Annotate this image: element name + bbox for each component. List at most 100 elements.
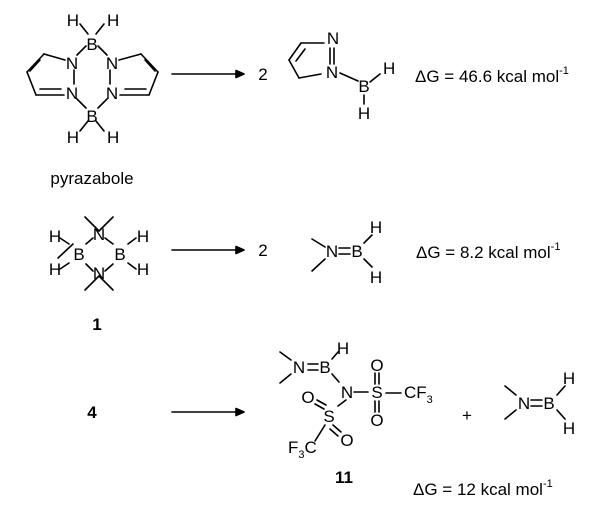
atom-label: H [383, 59, 395, 78]
atom-label: H [67, 11, 79, 30]
bond [331, 351, 339, 360]
bond [295, 48, 306, 62]
bond [337, 399, 347, 407]
bond [43, 53, 66, 61]
atom-label: N [518, 394, 530, 413]
atom-label: H [107, 128, 119, 147]
atom-label: O [301, 388, 314, 407]
bond [118, 53, 142, 61]
bond [316, 399, 327, 406]
bond [288, 59, 300, 79]
stoichiometric-coefficient: 2 [258, 65, 267, 84]
bond [98, 216, 114, 232]
atom-label: H [137, 227, 149, 246]
bond [26, 53, 45, 73]
bond [97, 98, 108, 109]
atom-label: H [67, 128, 79, 147]
bond [127, 237, 137, 245]
atom-label: S [323, 407, 334, 426]
bond [104, 263, 114, 272]
bond [57, 243, 74, 259]
cf3-group: F3C [288, 438, 317, 461]
bond [84, 275, 100, 291]
bond [79, 120, 89, 132]
bond [311, 258, 326, 272]
bond [95, 120, 105, 132]
bond [98, 275, 114, 291]
atom-label: H [137, 260, 149, 279]
bond [363, 258, 373, 268]
atom-label: N [66, 54, 78, 73]
atom-label: B [351, 242, 362, 261]
bond [148, 71, 159, 96]
aminoborane-structure: N B H H [504, 369, 575, 438]
pyrazabole-caption: pyrazabole [50, 169, 133, 188]
atom-label: N [341, 383, 353, 402]
bond [279, 373, 292, 384]
bond [104, 237, 114, 245]
atom-label: B [358, 77, 369, 96]
arrow-head [235, 69, 245, 79]
bond [504, 385, 517, 396]
atom-label: N [93, 225, 105, 244]
bond [363, 234, 373, 244]
atom-label: H [563, 419, 575, 438]
pyrazolylborane-structure: N N B H H [288, 29, 395, 123]
atom-label: H [49, 260, 61, 279]
bond [329, 428, 339, 437]
bond [26, 71, 37, 96]
arrow-head [235, 245, 245, 255]
bond [85, 237, 94, 245]
free-energy-label: ΔG = 46.6 kcal mol-1 [415, 65, 569, 86]
atom-label: H [337, 339, 349, 358]
bond [314, 424, 326, 442]
bond [279, 351, 292, 361]
bond [76, 98, 87, 109]
atom-label: N [66, 84, 78, 103]
bond [332, 424, 342, 433]
bond [140, 53, 159, 73]
compound-1-structure: N B B N H H H H [49, 216, 149, 291]
atom-label: S [371, 383, 382, 402]
compound-label-1: 1 [92, 315, 101, 334]
atom-label: O [340, 431, 353, 450]
compound-label-4: 4 [87, 403, 97, 422]
atom-label: H [49, 227, 61, 246]
bond [288, 42, 302, 61]
bond [314, 403, 325, 410]
atom-label: H [563, 369, 575, 388]
pyrazabole-structure: H H B N N N N B H H [26, 11, 159, 147]
atom-label: N [293, 358, 305, 377]
atom-label: O [370, 356, 383, 375]
atom-label: N [106, 84, 118, 103]
atom-label: B [73, 245, 84, 264]
compound-11-structure: N B H N S O O CF3 S O O F3C [279, 339, 433, 461]
bond [144, 59, 156, 72]
atom-label: B [86, 107, 97, 126]
free-energy-label: ΔG = 12 kcal mol-1 [413, 478, 553, 499]
plus-sign: + [462, 406, 472, 425]
bond [59, 262, 70, 270]
atom-label: B [114, 245, 125, 264]
bond [369, 73, 381, 83]
atom-label: H [370, 218, 382, 237]
aminoborane-structure: N B H H [311, 218, 382, 287]
atom-label: H [107, 11, 119, 30]
compound-label-11: 11 [335, 468, 353, 487]
arrow-head [235, 407, 245, 417]
bond [59, 237, 70, 245]
atom-label: N [93, 264, 105, 283]
bond [79, 23, 89, 35]
atom-label: B [543, 394, 554, 413]
bond [95, 23, 105, 35]
atom-label: O [370, 411, 383, 430]
atom-label: H [358, 104, 370, 123]
stoichiometric-coefficient: 2 [258, 241, 267, 260]
bond [339, 72, 359, 82]
bond [84, 216, 100, 232]
bond [127, 262, 137, 270]
bond [331, 373, 340, 383]
bond [556, 385, 566, 396]
free-energy-label: ΔG = 8.2 kcal mol-1 [416, 241, 560, 262]
